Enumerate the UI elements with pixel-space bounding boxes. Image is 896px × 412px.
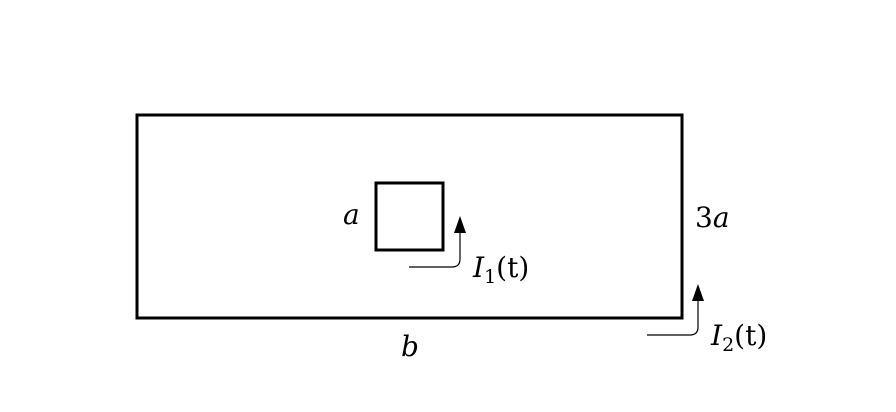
large-loop-width-label: b bbox=[401, 330, 419, 363]
large-loop bbox=[135, 113, 684, 320]
current-arrow-i2 bbox=[647, 284, 704, 336]
small-loop bbox=[374, 181, 445, 252]
current-label-i1: I1(t) bbox=[472, 251, 529, 288]
large-loop-height-label: 3a bbox=[695, 201, 730, 234]
arrowhead-icon bbox=[454, 216, 466, 233]
current-label-i2: I2(t) bbox=[710, 319, 767, 356]
current-arrow-i1 bbox=[409, 216, 466, 268]
small-loop-side-label: a bbox=[343, 198, 360, 231]
arrowhead-icon bbox=[692, 284, 704, 301]
